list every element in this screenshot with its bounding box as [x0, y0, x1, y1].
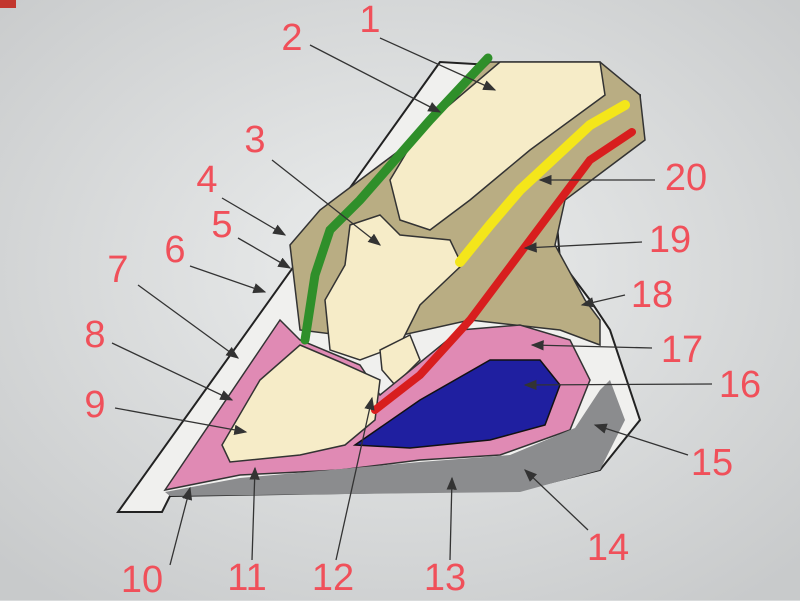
label-11: 11 [227, 557, 267, 599]
sole [165, 380, 625, 496]
label-5: 5 [211, 204, 233, 246]
label-19: 19 [648, 219, 692, 261]
label-18: 18 [630, 274, 674, 316]
label-8: 8 [84, 314, 106, 356]
coffin-bone [221, 344, 381, 463]
label-13: 13 [423, 557, 467, 599]
leader-arrows [111, 37, 713, 566]
label-2: 2 [281, 17, 303, 59]
short-pastern-bone [324, 214, 463, 361]
label-16: 16 [718, 364, 762, 406]
label-4: 4 [196, 159, 218, 201]
label-15: 15 [690, 442, 734, 484]
label-1: 1 [359, 0, 381, 41]
label-7: 7 [107, 249, 129, 291]
label-17: 17 [660, 329, 704, 371]
label-9: 9 [84, 384, 106, 426]
label-12: 12 [311, 557, 355, 599]
corner-mark [0, 0, 16, 8]
label-20: 20 [664, 157, 708, 199]
red-tendon [371, 128, 636, 414]
label-3: 3 [244, 119, 266, 161]
label-6: 6 [164, 229, 186, 271]
label-10: 10 [120, 559, 164, 601]
label-14: 14 [586, 527, 630, 569]
yellow-tendon [455, 100, 630, 267]
